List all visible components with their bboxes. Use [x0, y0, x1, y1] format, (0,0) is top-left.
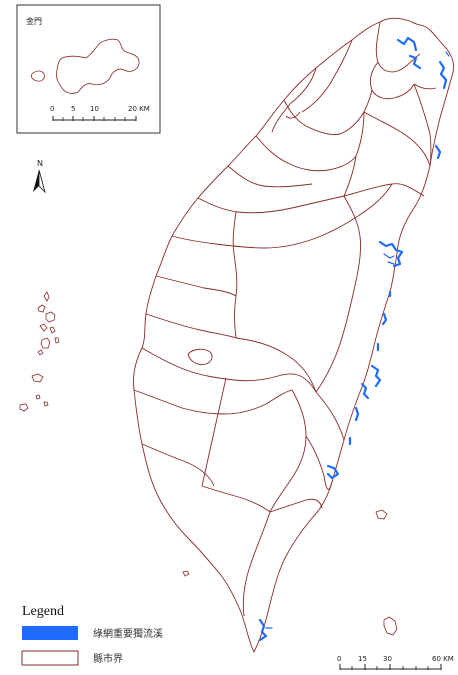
stream-northeast-2 — [408, 54, 422, 70]
liuqiu-island — [182, 570, 190, 577]
stream-northeast-3 — [438, 60, 448, 90]
legend: Legend 綠網重要獨流溪 縣市界 — [21, 604, 163, 666]
stream-hualien-1 — [378, 240, 404, 268]
stream-yilan-1 — [434, 144, 442, 160]
north-arrow-label: N — [37, 159, 43, 168]
inset-scale-label-10: 10 — [90, 105, 99, 113]
inset-title: 金門 — [26, 16, 42, 26]
offshore-islets — [182, 509, 398, 636]
legend-boundary-label: 縣市界 — [93, 652, 123, 665]
legend-title: Legend — [22, 604, 64, 619]
stream-taitung-2 — [360, 382, 370, 400]
kinmen-island — [55, 38, 140, 94]
stream-taitung-3 — [354, 406, 360, 422]
stream-taitung-5 — [326, 464, 340, 480]
penghu-islands — [19, 291, 60, 412]
legend-boundary-swatch — [21, 650, 79, 666]
green-island — [375, 509, 388, 520]
inland-lake — [187, 348, 213, 365]
stream-hualien-2 — [383, 253, 395, 259]
main-scale-label-30: 30 — [383, 655, 392, 663]
taiwan-outline — [133, 17, 455, 653]
kinmen-inset: 金門 0 5 10 20 KM — [16, 4, 161, 134]
inset-scale-label-20: 20 KM — [128, 105, 150, 113]
independent-streams — [258, 36, 450, 642]
main-scale-bar: 0 15 30 60 KM — [337, 655, 454, 670]
stream-hualien-3 — [387, 261, 395, 265]
inset-scale-label-5: 5 — [71, 105, 75, 113]
stream-northeast-1 — [396, 36, 418, 52]
north-arrow-right-half — [38, 169, 46, 194]
north-arrow-left-half — [33, 170, 39, 192]
main-scale-label-0: 0 — [337, 655, 341, 663]
legend-stream-swatch — [22, 626, 78, 640]
north-arrow: N — [33, 159, 46, 194]
main-scale-label-60: 60 KM — [432, 655, 454, 663]
little-kinmen-island — [30, 70, 45, 82]
inset-scale-bar: 0 5 10 20 KM — [50, 105, 150, 121]
stream-pingtung-1 — [258, 618, 268, 642]
county-boundaries — [133, 21, 437, 617]
stream-taitung-1 — [370, 364, 382, 388]
stream-northeast-4 — [445, 51, 450, 57]
orchid-island — [383, 616, 398, 636]
inset-scale-label-0: 0 — [50, 105, 54, 113]
legend-stream-label: 綠網重要獨流溪 — [93, 627, 163, 640]
stream-hualien-5 — [381, 312, 388, 326]
main-scale-label-15: 15 — [358, 655, 367, 663]
